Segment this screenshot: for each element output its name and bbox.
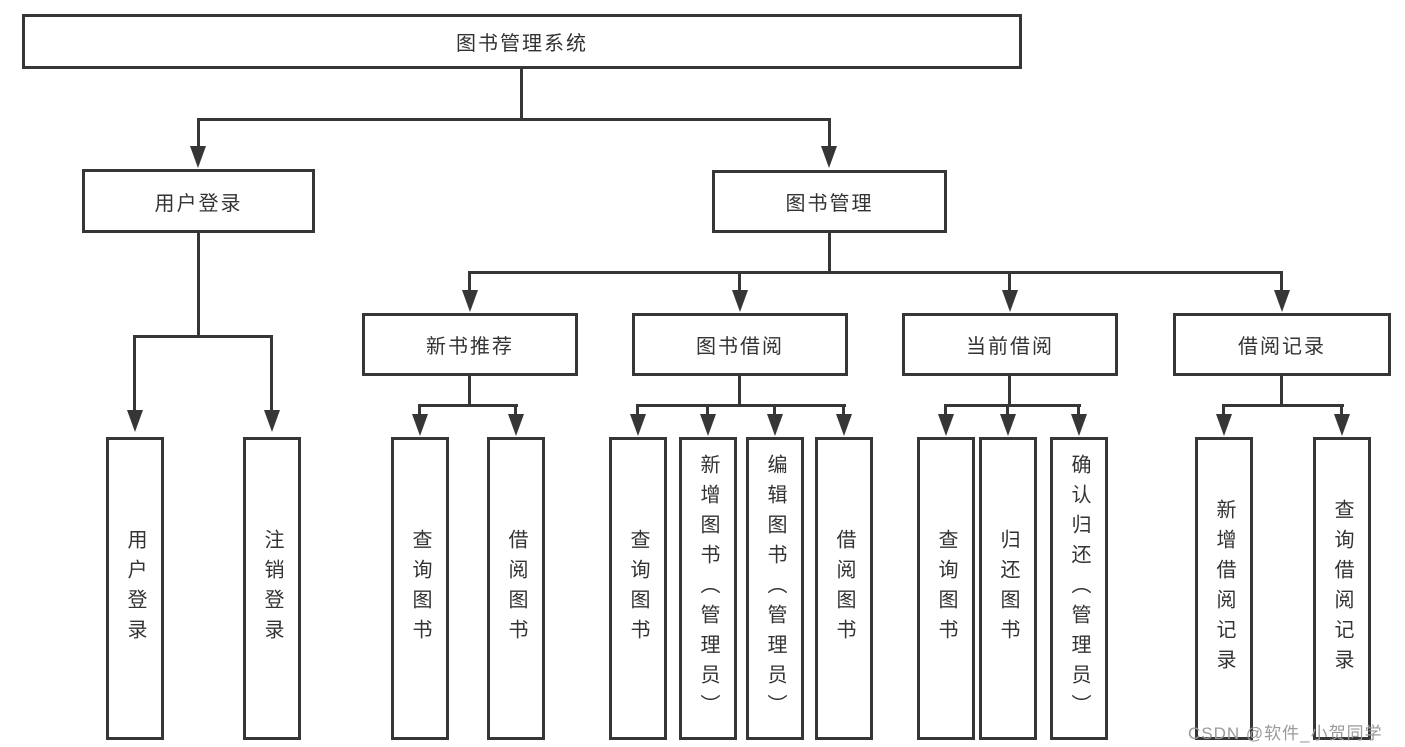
node-book-management: 图书管理 (712, 170, 947, 233)
edge-user-login-stem (197, 233, 200, 335)
edge-borrow-shaft-4 (842, 404, 845, 416)
leaf-logout-label: 注销登录 (261, 528, 283, 649)
edge-records-stem (1280, 376, 1283, 406)
leaf-query-books-1: 查询图书 (391, 437, 449, 740)
arrowhead-leaf-borrow-books-1 (508, 414, 524, 436)
edge-current-hline (944, 404, 1081, 407)
leaf-borrow-books-1-label: 借阅图书 (505, 528, 527, 649)
leaf-query-books-2-label: 查询图书 (627, 528, 649, 649)
node-user-login: 用户登录 (82, 169, 315, 233)
edge-level1-right-shaft (828, 118, 831, 148)
leaf-borrow-books-1: 借阅图书 (487, 437, 545, 740)
edge-current-shaft-3 (1077, 404, 1080, 416)
node-new-book-recommend-label: 新书推荐 (426, 336, 514, 358)
arrowhead-leaf-add-book (700, 414, 716, 436)
node-book-borrow: 图书借阅 (632, 313, 848, 376)
edge-user-login-hline (134, 335, 273, 338)
edge-level2-shaft-2 (738, 274, 741, 292)
leaf-user-login-label: 用户登录 (124, 528, 146, 649)
edge-recommend-shaft-1 (418, 404, 421, 416)
edge-recommend-shaft-2 (514, 404, 517, 416)
node-root-label: 图书管理系统 (456, 33, 588, 55)
edge-borrow-shaft-1 (636, 404, 639, 416)
leaf-query-books-2: 查询图书 (609, 437, 667, 740)
leaf-borrow-books-2-label: 借阅图书 (833, 528, 855, 649)
arrowhead-new-book-recommend (462, 290, 478, 312)
edge-records-shaft-2 (1340, 404, 1343, 416)
edge-recommend-hline (418, 404, 518, 407)
edge-login-leaf2-shaft (270, 335, 273, 412)
arrowhead-book-management (821, 146, 837, 168)
node-current-borrow: 当前借阅 (902, 313, 1118, 376)
leaf-query-borrow-record: 查询借阅记录 (1313, 437, 1371, 740)
leaf-confirm-return-admin-label: 确认归还（管理员） (1068, 453, 1090, 724)
arrowhead-leaf-query-books-3 (938, 414, 954, 436)
arrowhead-leaf-query-record (1334, 414, 1350, 436)
edge-level1-left-shaft (197, 118, 200, 148)
arrowhead-leaf-logout (264, 410, 280, 432)
leaf-confirm-return-admin: 确认归还（管理员） (1050, 437, 1108, 740)
leaf-query-books-3-label: 查询图书 (935, 528, 957, 649)
edge-level2-shaft-3 (1008, 274, 1011, 292)
node-new-book-recommend: 新书推荐 (362, 313, 578, 376)
leaf-query-borrow-record-label: 查询借阅记录 (1331, 498, 1353, 679)
arrowhead-leaf-borrow-books-2 (836, 414, 852, 436)
arrowhead-current-borrow (1002, 290, 1018, 312)
edge-root-stem (520, 69, 523, 118)
arrowhead-leaf-confirm-return (1071, 414, 1087, 436)
leaf-logout: 注销登录 (243, 437, 301, 740)
edge-login-leaf1-shaft (133, 335, 136, 412)
arrowhead-book-borrow (732, 290, 748, 312)
arrowhead-user-login (190, 146, 206, 168)
node-book-borrow-label: 图书借阅 (696, 336, 784, 358)
edge-recommend-stem (468, 376, 471, 406)
node-current-borrow-label: 当前借阅 (966, 336, 1054, 358)
edge-level1-hline (197, 118, 831, 121)
arrowhead-borrow-records (1274, 290, 1290, 312)
edge-borrow-hline (636, 404, 846, 407)
arrowhead-leaf-add-record (1216, 414, 1232, 436)
edge-current-shaft-2 (1006, 404, 1009, 416)
arrowhead-leaf-return-book (1000, 414, 1016, 436)
edge-borrow-shaft-3 (773, 404, 776, 416)
edge-borrow-stem (738, 376, 741, 406)
leaf-borrow-books-2: 借阅图书 (815, 437, 873, 740)
leaf-query-books-3: 查询图书 (917, 437, 975, 740)
edge-borrow-shaft-2 (706, 404, 709, 416)
leaf-user-login: 用户登录 (106, 437, 164, 740)
edge-records-hline (1222, 404, 1344, 407)
node-borrow-records: 借阅记录 (1173, 313, 1391, 376)
leaf-return-book: 归还图书 (979, 437, 1037, 740)
edge-records-shaft-1 (1222, 404, 1225, 416)
leaf-edit-book-admin-label: 编辑图书（管理员） (764, 453, 786, 724)
leaf-return-book-label: 归还图书 (997, 528, 1019, 649)
edge-level2-shaft-1 (468, 274, 471, 292)
arrowhead-leaf-user-login (127, 410, 143, 432)
node-borrow-records-label: 借阅记录 (1238, 336, 1326, 358)
edge-level2-hline (468, 271, 1283, 274)
arrowhead-leaf-query-books-1 (412, 414, 428, 436)
edge-current-stem (1008, 376, 1011, 406)
node-book-management-label: 图书管理 (785, 193, 874, 215)
edge-current-shaft-1 (944, 404, 947, 416)
arrowhead-leaf-query-books-2 (630, 414, 646, 436)
leaf-add-borrow-record-label: 新增借阅记录 (1213, 498, 1235, 679)
leaf-add-borrow-record: 新增借阅记录 (1195, 437, 1253, 740)
node-root: 图书管理系统 (22, 14, 1022, 69)
arrowhead-leaf-edit-book (767, 414, 783, 436)
leaf-query-books-1-label: 查询图书 (409, 528, 431, 649)
leaf-add-book-admin-label: 新增图书（管理员） (697, 453, 719, 724)
edge-level2-shaft-4 (1280, 274, 1283, 292)
edge-book-management-stem (828, 233, 831, 274)
leaf-add-book-admin: 新增图书（管理员） (679, 437, 737, 740)
watermark: CSDN @软件_小贺同学 (1188, 724, 1383, 743)
leaf-edit-book-admin: 编辑图书（管理员） (746, 437, 804, 740)
node-user-login-label: 用户登录 (154, 192, 243, 215)
